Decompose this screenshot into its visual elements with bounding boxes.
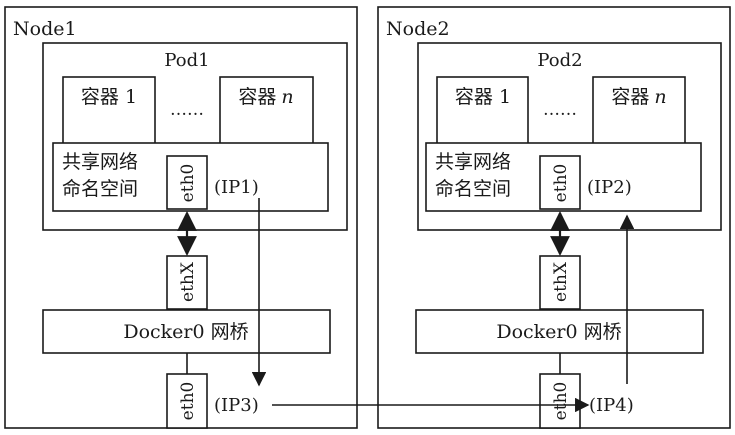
pod1-container-1 xyxy=(62,76,156,148)
node1-ethx-label: ethX xyxy=(178,261,198,302)
pod2-eth0-label: eth0 xyxy=(551,164,571,203)
node1-docker0-bridge xyxy=(42,309,331,354)
pod1-container-n-var: n xyxy=(281,86,293,108)
pod2-container-dots: …… xyxy=(543,100,577,120)
node2-host-eth0-interface xyxy=(539,373,581,429)
pod1-netns-line2: 命名空间 xyxy=(62,178,138,200)
node2-ethx-interface xyxy=(539,255,581,310)
pod1-container-n xyxy=(219,76,314,148)
node1-host-ip-label: (IP3) xyxy=(214,395,259,416)
pod2-container-n-var: n xyxy=(654,86,666,108)
node1-ethx-interface xyxy=(166,255,208,310)
pod2-eth0-interface xyxy=(539,155,581,210)
pod2-container-n xyxy=(592,76,686,148)
node1-docker0-label: Docker0 网桥 xyxy=(123,321,248,343)
pod1-container-dots: …… xyxy=(170,100,204,120)
pod1-label: Pod1 xyxy=(164,50,209,71)
node2-label: Node2 xyxy=(386,18,450,40)
pod2-netns-line2: 命名空间 xyxy=(435,178,511,200)
pod1-container-1-label: 容器 1 xyxy=(81,86,137,108)
pod1-container-n-prefix: 容器 xyxy=(238,86,276,108)
pod2-netns-line1: 共享网络 xyxy=(435,151,511,173)
node1-label: Node1 xyxy=(13,18,77,40)
pod2-container-n-prefix: 容器 xyxy=(611,86,649,108)
node2-host-ip-label: (IP4) xyxy=(589,395,634,416)
pod1-eth0-label: eth0 xyxy=(178,164,198,203)
pod2-container-1 xyxy=(436,76,529,148)
pod2-label: Pod2 xyxy=(537,50,582,71)
node2-ethx-label: ethX xyxy=(551,261,571,302)
node2-docker0-label: Docker0 网桥 xyxy=(496,321,621,343)
node2-docker0-bridge xyxy=(415,309,704,354)
pod1-eth0-interface xyxy=(166,155,208,210)
pod2-container-1-label: 容器 1 xyxy=(455,86,511,108)
pod1-netns-line1: 共享网络 xyxy=(62,151,138,173)
node2-host-eth0-label: eth0 xyxy=(551,382,571,421)
pod2-ip-label: (IP2) xyxy=(587,177,632,198)
node1-host-eth0-label: eth0 xyxy=(178,382,198,421)
node1-host-eth0-interface xyxy=(166,373,208,429)
pod1-ip-label: (IP1) xyxy=(214,177,259,198)
